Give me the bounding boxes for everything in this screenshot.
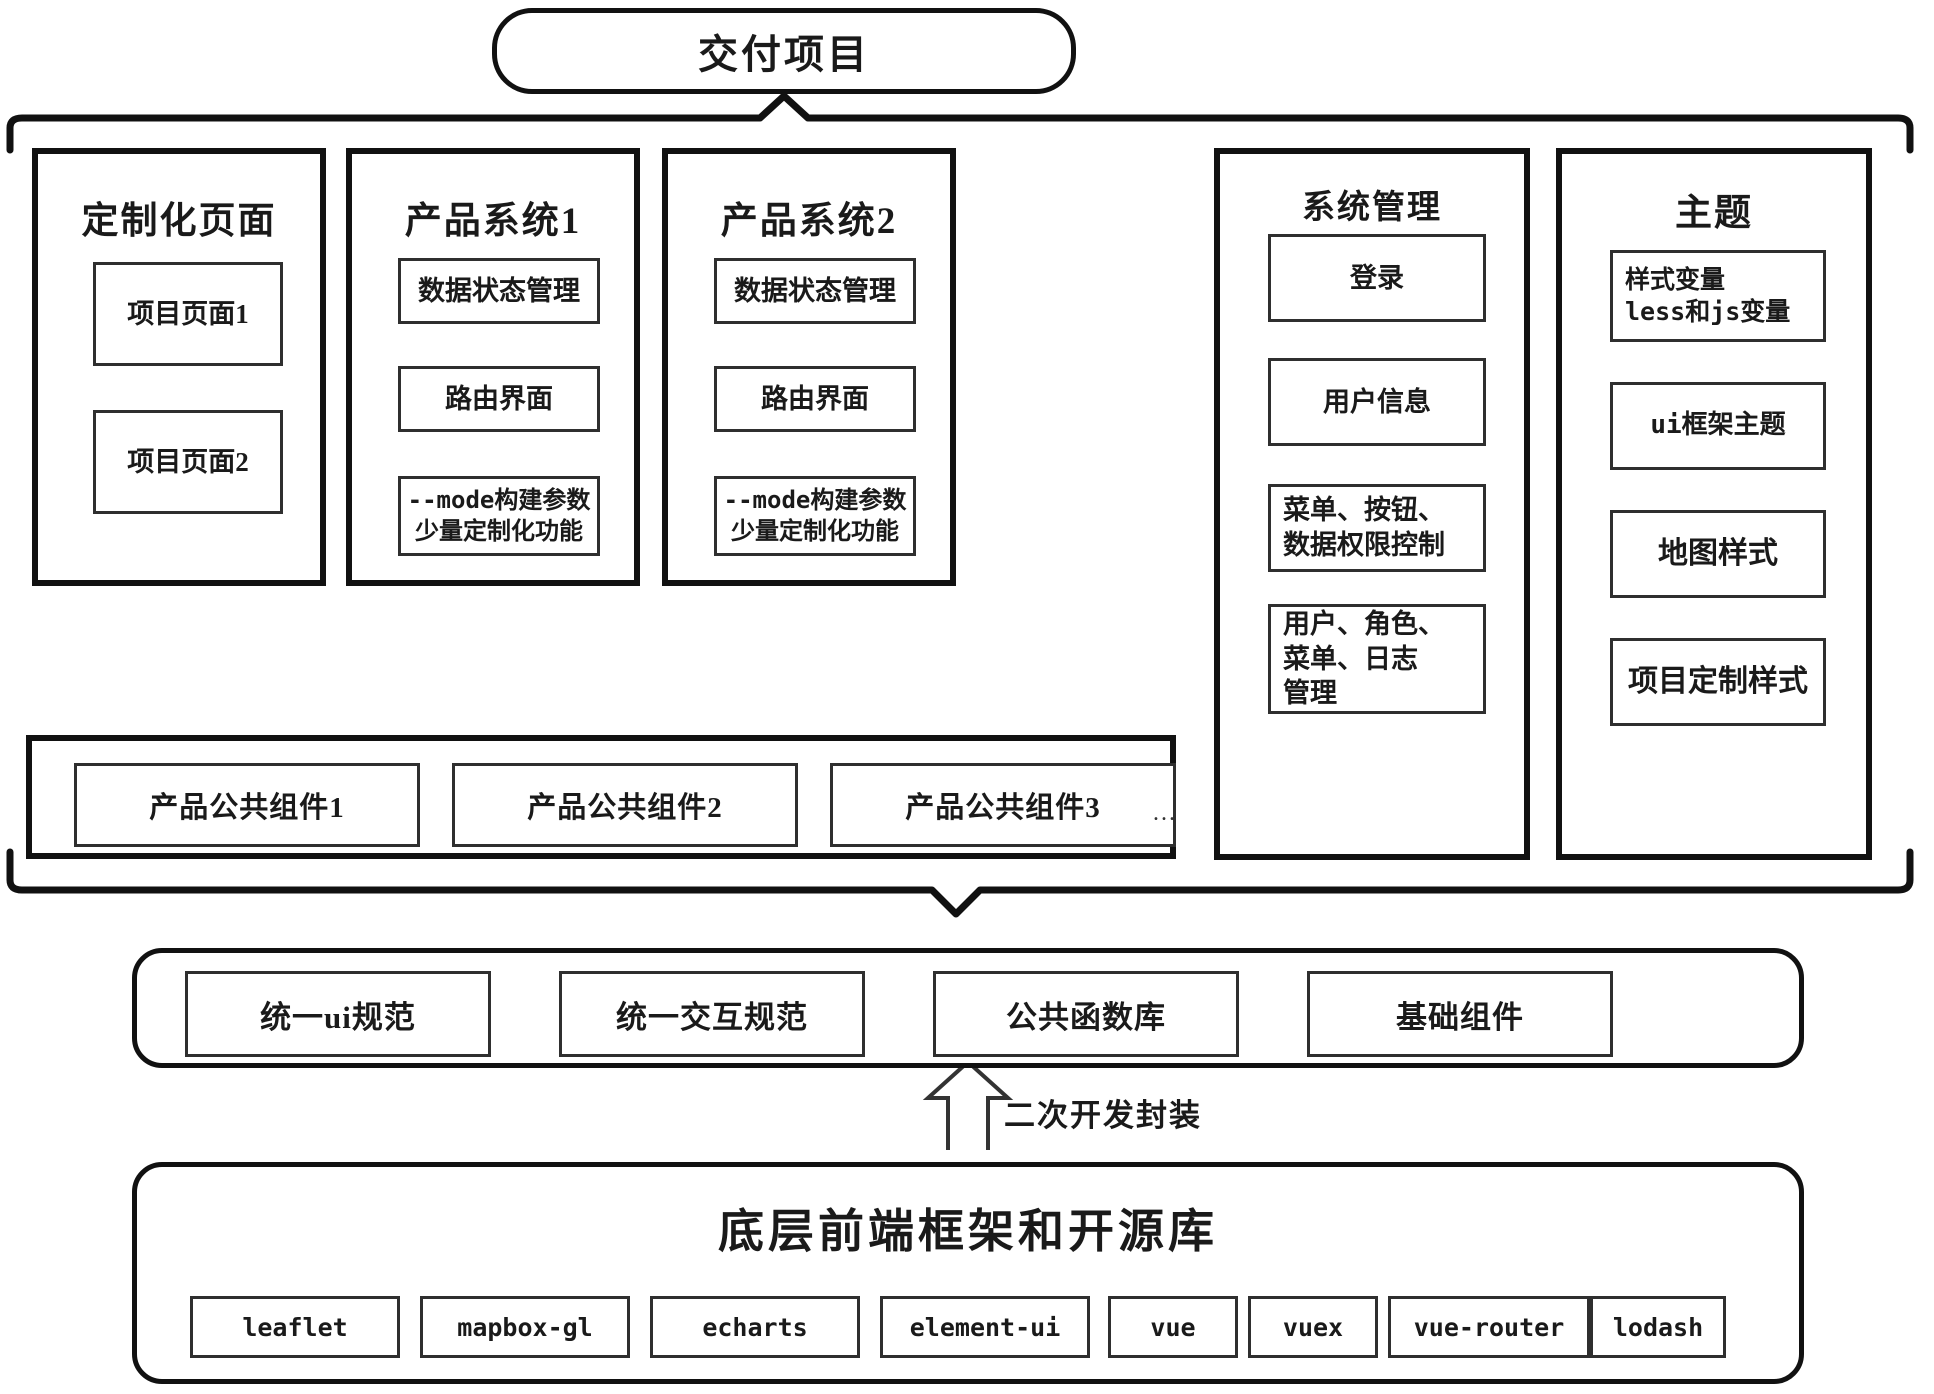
item-project-custom-style: 项目定制样式 bbox=[1610, 638, 1826, 726]
library-vue: vue bbox=[1108, 1296, 1238, 1358]
column-title: 产品系统2 bbox=[720, 201, 898, 242]
library-echarts: echarts bbox=[650, 1296, 860, 1358]
mid-item-unified-interaction-spec: 统一交互规范 bbox=[559, 971, 865, 1057]
column-product-system-1: 产品系统1 数据状态管理 路由界面 --mode构建参数 少量定制化功能 bbox=[346, 148, 640, 586]
item-map-style: 地图样式 bbox=[1610, 510, 1826, 598]
item-login: 登录 bbox=[1268, 234, 1486, 322]
item-style-variables: 样式变量 less和js变量 bbox=[1610, 250, 1826, 342]
middle-layer-panel: 统一ui规范 统一交互规范 公共函数库 基础组件 bbox=[132, 948, 1804, 1068]
item-project-page-1: 项目页面1 bbox=[93, 262, 283, 366]
item-user-role-menu-log-management: 用户、角色、 菜单、日志 管理 bbox=[1268, 604, 1486, 714]
common-component-3: 产品公共组件3 bbox=[830, 763, 1176, 847]
mid-item-base-components: 基础组件 bbox=[1307, 971, 1613, 1057]
item-data-state-management: 数据状态管理 bbox=[714, 258, 916, 324]
common-components-ellipsis: … bbox=[1152, 800, 1178, 826]
item-project-page-2: 项目页面2 bbox=[93, 410, 283, 514]
library-vuex: vuex bbox=[1248, 1296, 1378, 1358]
column-custom-pages: 定制化页面 项目页面1 项目页面2 bbox=[32, 148, 326, 586]
common-component-1: 产品公共组件1 bbox=[74, 763, 420, 847]
library-element-ui: element-ui bbox=[880, 1296, 1090, 1358]
item-data-state-management: 数据状态管理 bbox=[398, 258, 600, 324]
column-theme: 主题 样式变量 less和js变量 ui框架主题 地图样式 项目定制样式 bbox=[1556, 148, 1872, 860]
column-title: 产品系统1 bbox=[404, 201, 582, 242]
outer-brace-bottom bbox=[6, 848, 1914, 918]
item-mode-build-params: --mode构建参数 少量定制化功能 bbox=[398, 476, 600, 556]
column-title: 主题 bbox=[1675, 193, 1753, 234]
mid-item-common-function-library: 公共函数库 bbox=[933, 971, 1239, 1057]
library-mapbox-gl: mapbox-gl bbox=[420, 1296, 630, 1358]
item-ui-framework-theme: ui框架主题 bbox=[1610, 382, 1826, 470]
secondary-dev-arrow-label: 二次开发封装 bbox=[1004, 1098, 1202, 1133]
mid-item-unified-ui-spec: 统一ui规范 bbox=[185, 971, 491, 1057]
item-permission-control: 菜单、按钮、 数据权限控制 bbox=[1268, 484, 1486, 572]
delivery-project-label: 交付项目 bbox=[698, 32, 870, 77]
item-user-info: 用户信息 bbox=[1268, 358, 1486, 446]
library-vue-router: vue-router bbox=[1388, 1296, 1590, 1358]
outer-brace-top bbox=[6, 92, 1914, 154]
item-routing-view: 路由界面 bbox=[398, 366, 600, 432]
column-title: 定制化页面 bbox=[81, 201, 277, 242]
item-mode-build-params: --mode构建参数 少量定制化功能 bbox=[714, 476, 916, 556]
column-title: 系统管理 bbox=[1302, 190, 1442, 226]
library-lodash: lodash bbox=[1590, 1296, 1726, 1358]
common-components-strip: 产品公共组件1 产品公共组件2 产品公共组件3 bbox=[26, 735, 1176, 859]
common-component-2: 产品公共组件2 bbox=[452, 763, 798, 847]
delivery-project-node: 交付项目 bbox=[492, 8, 1076, 94]
secondary-dev-arrow-icon bbox=[922, 1059, 1014, 1150]
library-leaflet: leaflet bbox=[190, 1296, 400, 1358]
column-system-management: 系统管理 登录 用户信息 菜单、按钮、 数据权限控制 用户、角色、 菜单、日志 … bbox=[1214, 148, 1530, 860]
item-routing-view: 路由界面 bbox=[714, 366, 916, 432]
column-product-system-2: 产品系统2 数据状态管理 路由界面 --mode构建参数 少量定制化功能 bbox=[662, 148, 956, 586]
bottom-layer-title: 底层前端框架和开源库 bbox=[718, 1206, 1218, 1257]
